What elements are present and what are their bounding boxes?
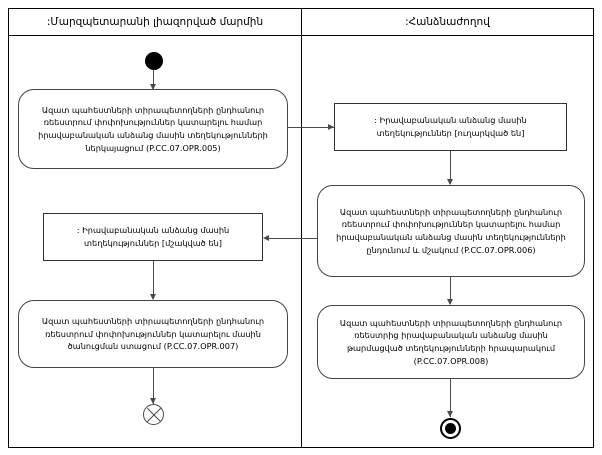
action-node-opr-005[interactable]: Ազատ պահեստների տիրապետողների ընդհանուր …	[18, 89, 288, 169]
edge-action007-to-flow-final	[153, 368, 154, 404]
object-node-info-processed[interactable]: : Իրավաբանական անձանց մասին տեղեկություն…	[43, 213, 263, 261]
edge-action007-to-flow-final-arrowhead	[150, 398, 156, 404]
edge-action006-to-object-processed	[268, 238, 317, 239]
action-node-opr-008[interactable]: Ազատ պահեստների տիրապետողների ընդհանուր …	[317, 305, 585, 379]
activity-final-node	[440, 418, 461, 439]
edge-action005-to-object-sent	[288, 127, 334, 128]
edge-action006-to-action008-arrowhead	[447, 299, 453, 305]
edge-action006-to-object-processed-arrowhead	[263, 234, 269, 241]
edge-start-to-action005-arrowhead	[150, 84, 156, 90]
edge-object-processed-to-action007-arrowhead	[150, 294, 156, 300]
action-node-opr-006-label: Ազատ պահեստների տիրապետողների ընդհանուր …	[336, 206, 566, 255]
edge-start-to-action005	[153, 70, 154, 89]
object-node-info-processed-label: : Իրավաբանական անձանց մասին տեղեկություն…	[76, 225, 230, 248]
edge-action008-to-activity-final-arrowhead	[447, 411, 453, 417]
edge-object-sent-to-action006	[450, 151, 451, 184]
flow-final-node	[143, 404, 164, 425]
object-node-info-sent-label: : Իրավաբանական անձանց մասին տեղեկություն…	[374, 115, 527, 138]
swimlane-header-divider	[8, 35, 594, 36]
action-node-opr-007[interactable]: Ազատ պահեստների տիրապետողների ընդհանուր …	[18, 300, 288, 368]
action-node-opr-008-label: Ազատ պահեստների տիրապետողների ընդհանուր …	[339, 317, 563, 366]
lane-header-left: :Մարզպետարանի լիազորված մարմին	[9, 9, 301, 35]
lane-header-left-label: :Մարզպետարանի լիազորված մարմին	[46, 16, 264, 28]
lane-header-right-label: :Հանձնաժողով	[405, 16, 490, 28]
edge-action008-to-activity-final	[450, 379, 451, 417]
edge-action006-to-action008	[450, 277, 451, 304]
edge-object-processed-to-action007	[153, 261, 154, 299]
action-node-opr-005-label: Ազատ պահեստների տիրապետողների ընդհանուր …	[38, 104, 268, 153]
action-node-opr-006[interactable]: Ազատ պահեստների տիրապետողների ընդհանուր …	[317, 185, 585, 277]
action-node-opr-007-label: Ազատ պահեստների տիրապետողների ընդհանուր …	[41, 315, 265, 352]
object-node-info-sent[interactable]: : Իրավաբանական անձանց մասին տեղեկություն…	[334, 103, 567, 151]
initial-node	[145, 52, 163, 70]
swimlane-vertical-divider	[301, 8, 302, 448]
edge-action005-to-object-sent-arrowhead	[328, 123, 334, 130]
edge-object-sent-to-action006-arrowhead	[447, 179, 453, 185]
lane-header-right: :Հանձնաժողով	[302, 9, 593, 35]
